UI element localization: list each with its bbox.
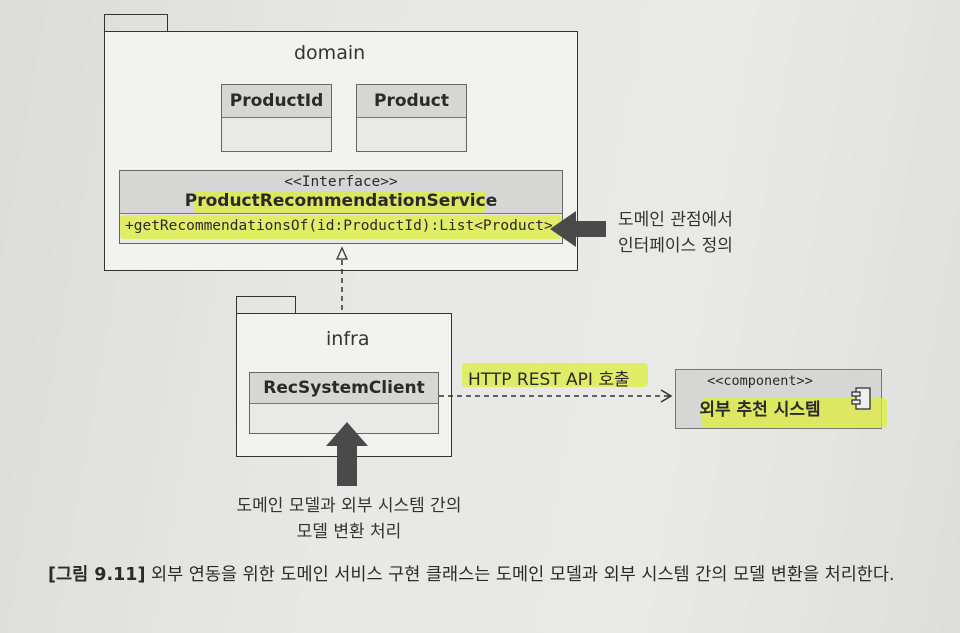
dependency-arrow bbox=[439, 389, 673, 403]
interface-stereotype: <<Interface>> bbox=[284, 174, 398, 190]
conversion-note: 도메인 모델과 외부 시스템 간의 모델 변환 처리 bbox=[214, 493, 484, 545]
rec-system-client-name: RecSystemClient bbox=[250, 373, 438, 404]
external-system-name: 외부 추천 시스템 bbox=[699, 400, 821, 420]
interface-note-line1: 도메인 관점에서 bbox=[618, 210, 733, 230]
infra-package-tab bbox=[236, 296, 296, 315]
product-class-name: Product bbox=[357, 85, 466, 118]
product-class: Product bbox=[356, 84, 467, 152]
interface-operation: +getRecommendationsOf(id:ProductId):List… bbox=[125, 218, 553, 234]
caption-text: 외부 연동을 위한 도메인 서비스 구현 클래스는 도메인 모델과 외부 시스템… bbox=[145, 565, 895, 585]
interface-note-line2: 인터페이스 정의 bbox=[618, 236, 733, 256]
interface-note: 도메인 관점에서 인터페이스 정의 bbox=[618, 207, 778, 259]
figure-caption: [그림 9.11] 외부 연동을 위한 도메인 서비스 구현 클래스는 도메인 … bbox=[48, 560, 928, 591]
conversion-note-line2: 모델 변환 처리 bbox=[296, 522, 402, 542]
product-id-class-name: ProductId bbox=[222, 85, 331, 118]
interface-name: ProductRecommendationService bbox=[184, 191, 498, 211]
interface-name-highlight bbox=[194, 191, 486, 213]
interface-header: <<Interface>> ProductRecommendationServi… bbox=[120, 171, 562, 214]
conversion-note-arrow bbox=[326, 422, 368, 486]
connection-label-highlight bbox=[462, 363, 648, 387]
connection-label: HTTP REST API 호출 bbox=[468, 370, 630, 390]
rec-system-client-class: RecSystemClient bbox=[249, 372, 439, 434]
component-icon bbox=[851, 387, 871, 410]
domain-package-label: domain bbox=[294, 42, 366, 64]
recommendation-service-interface: <<Interface>> ProductRecommendationServi… bbox=[119, 170, 563, 244]
external-system-stereotype: <<component>> bbox=[707, 373, 813, 389]
figure-label: [그림 9.11] bbox=[48, 565, 146, 585]
domain-package-tab bbox=[104, 14, 168, 33]
interface-note-arrow bbox=[550, 211, 606, 247]
operation-highlight bbox=[120, 215, 562, 239]
product-id-class: ProductId bbox=[221, 84, 332, 152]
external-system-component: <<component>> 외부 추천 시스템 bbox=[675, 369, 887, 429]
infra-package-label: infra bbox=[326, 328, 370, 350]
conversion-note-line1: 도메인 모델과 외부 시스템 간의 bbox=[236, 496, 462, 516]
